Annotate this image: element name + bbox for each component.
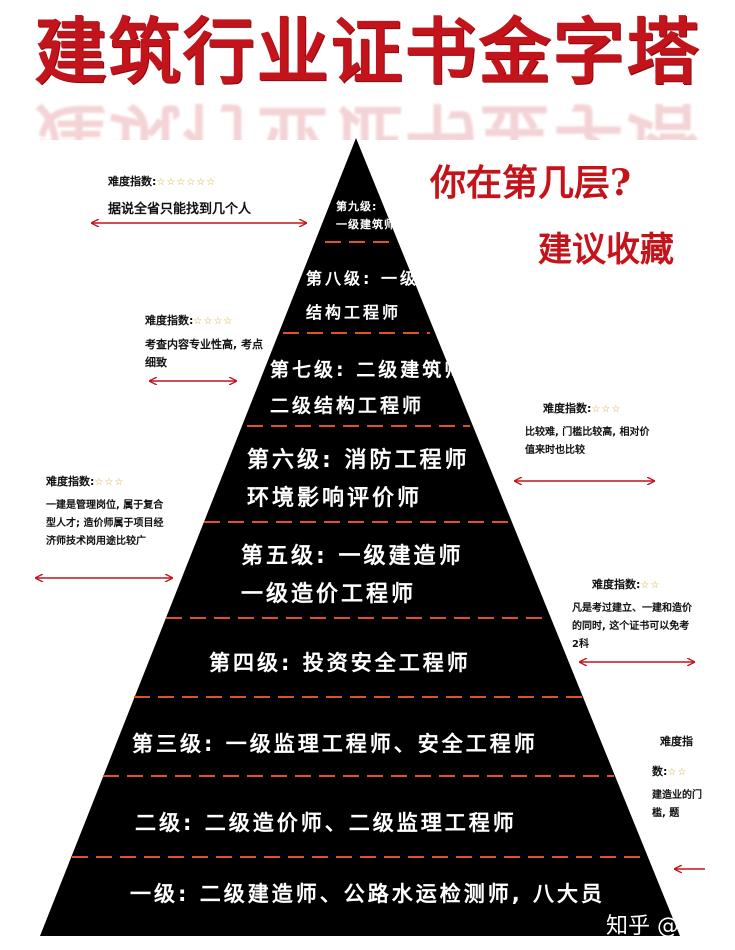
star-rating: ☆☆☆☆☆☆ bbox=[156, 177, 217, 188]
difficulty-label: 难度指数: bbox=[46, 475, 95, 488]
difficulty-label: 难度指 bbox=[660, 735, 693, 748]
slogan-bookmark: 建议收藏 bbox=[538, 230, 674, 270]
note-text: 凡是考过建立、一建和造价的同时, 这个证书可以免考2科 bbox=[572, 603, 692, 650]
level-7: 第七级: 二级建筑师二级结构工程师 bbox=[270, 359, 467, 417]
level-3: 第三级: 一级监理工程师、安全工程师 bbox=[132, 732, 538, 756]
slogan-question: 你在第几层? bbox=[430, 162, 632, 204]
note-level-4: 难度指数:☆☆ 凡是考过建立、一建和造价的同时, 这个证书可以免考2科 bbox=[572, 576, 694, 654]
level-1: 一级: 二级建造师、公路水运检测师, 八大员 bbox=[130, 882, 605, 906]
note-text: 一建是管理岗位, 属于复合型人才; 造价师属于项目经济师技术岗用途比较广 bbox=[46, 500, 164, 547]
watermark: 知乎 @卿枫 bbox=[606, 914, 723, 939]
pyramid-body bbox=[40, 138, 680, 936]
note-level-1: 难度指 数:☆☆ 建造业的门槛, 题 bbox=[652, 733, 712, 823]
note-text: 考查内容专业性高, 考点细致 bbox=[145, 338, 264, 369]
level-8: 第八级: 一级结构工程师 bbox=[306, 269, 419, 322]
level-2: 二级: 二级造价师、二级监理工程师 bbox=[135, 811, 517, 835]
star-rating: ☆☆ bbox=[640, 580, 661, 591]
star-rating: ☆☆☆ bbox=[94, 477, 125, 488]
level-9: 第九级:一级建筑师 bbox=[336, 200, 396, 231]
star-rating: ☆☆☆ bbox=[591, 404, 622, 415]
note-level-8: 难度指数:☆☆☆☆ 考查内容专业性高, 考点细致 bbox=[145, 312, 265, 372]
difficulty-label: 难度指数: bbox=[592, 578, 641, 591]
page-title: 建筑行业证书金字塔 bbox=[34, 9, 701, 94]
note-level-5: 难度指数:☆☆☆ 一建是管理岗位, 属于复合型人才; 造价师属于项目经济师技术岗… bbox=[46, 473, 172, 551]
difficulty-label: 难度指数: bbox=[108, 175, 157, 188]
level-dividers bbox=[72, 241, 647, 858]
note-level-6: 难度指数:☆☆☆ 比较难, 门槛比较高, 相对价值来时也比较 bbox=[525, 400, 653, 460]
level-5: 第五级: 一级建造师一级造价工程师 bbox=[241, 544, 464, 607]
level-6: 第六级: 消防工程师环境影响评价师 bbox=[247, 448, 470, 511]
difficulty-label-cont: 数: bbox=[652, 765, 668, 778]
level-4: 第四级: 投资安全工程师 bbox=[209, 651, 471, 675]
note-level-9: 难度指数:☆☆☆☆☆☆ 据说全省只能找到几个人 bbox=[108, 173, 308, 219]
note-text: 据说全省只能找到几个人 bbox=[108, 202, 252, 217]
note-text: 比较难, 门槛比较高, 相对价值来时也比较 bbox=[525, 427, 650, 456]
difficulty-label: 难度指数: bbox=[145, 314, 194, 327]
annotation-arrows bbox=[36, 223, 705, 869]
difficulty-label: 难度指数: bbox=[543, 402, 592, 415]
title-area: 建筑行业证书金字塔 建筑行业证书金字塔 bbox=[0, 0, 735, 141]
star-rating: ☆☆ bbox=[667, 767, 688, 778]
star-rating: ☆☆☆☆ bbox=[193, 316, 234, 327]
note-text: 建造业的门槛, 题 bbox=[652, 790, 702, 819]
